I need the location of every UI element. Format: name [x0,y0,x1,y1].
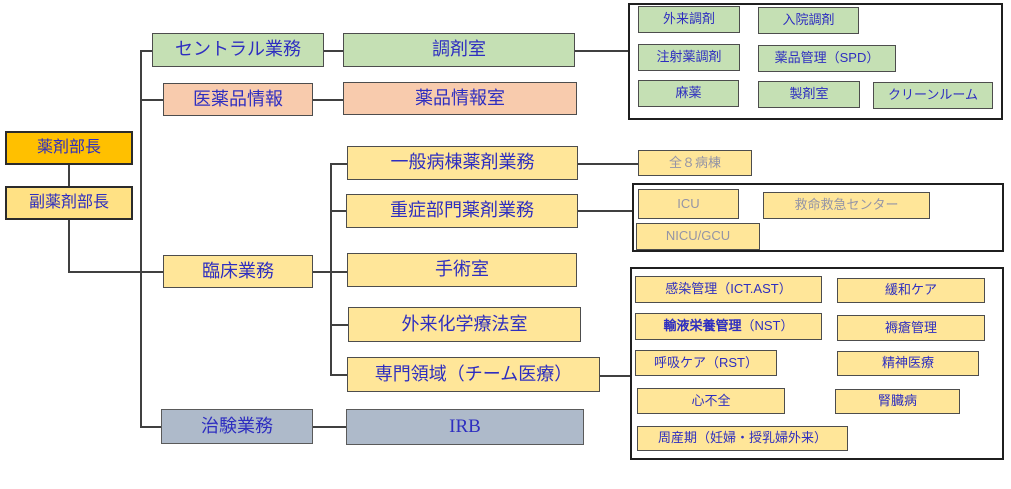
connector [324,50,343,52]
connector [330,163,347,165]
connector [313,99,343,101]
team-nutrition-support-label-bold: 輸液栄養管理 [663,318,742,334]
section-drug-info-room-box: 薬品情報室 [343,82,577,115]
category-clinical-box: 臨床業務 [163,255,313,288]
section-operating-room-box: 手術室 [347,253,577,287]
section-outpatient-chemo-box: 外来化学療法室 [348,307,581,342]
team-nutrition-support-label-rest: （NST） [741,318,794,334]
section-irb-box: IRB [346,409,584,445]
team-nutrition-support-box: 輸液栄養管理（NST） [635,313,822,340]
connector [140,50,154,52]
team-perinatal-box: 周産期（妊婦・授乳婦外来） [637,426,848,451]
team-palliative-care-box: 緩和ケア [837,278,985,303]
all-wards-box: 全８病棟 [638,150,752,176]
section-general-ward-box: 一般病棟薬剤業務 [347,146,578,180]
connector [575,50,628,52]
section-critical-care-box: 重症部門薬剤業務 [346,194,578,228]
unit-inpatient-dispensing-box: 入院調剤 [758,7,859,34]
category-central-box: セントラル業務 [152,33,324,67]
unit-nicu-gcu-box: NICU/GCU [636,223,760,250]
connector [330,210,346,212]
team-infection-control-box: 感染管理（ICT.AST） [635,276,822,303]
connector [140,426,162,428]
category-trial-box: 治験業務 [161,409,313,444]
connector [600,375,630,377]
connector [313,426,346,428]
unit-narcotics-box: 麻薬 [638,80,739,107]
unit-icu-box: ICU [638,189,739,219]
unit-drug-management-box: 薬品管理（SPD） [758,45,896,72]
team-pressure-ulcer-box: 褥瘡管理 [837,315,985,341]
connector [140,50,142,428]
deputy-director-box: 副薬剤部長 [5,186,133,220]
connector [330,163,332,376]
connector [578,210,632,212]
section-dispensing-room-box: 調剤室 [343,33,575,67]
team-respiratory-care-box: 呼吸ケア（RST） [635,350,777,376]
team-psychiatric-box: 精神医療 [837,351,979,376]
category-drug-info-box: 医薬品情報 [163,83,313,116]
connector [68,220,70,273]
unit-formulation-room-box: 製剤室 [758,81,860,108]
team-heart-failure-box: 心不全 [637,388,785,414]
connector [330,324,348,326]
team-kidney-disease-box: 腎臓病 [835,389,960,414]
connector [140,99,163,101]
unit-injection-dispensing-box: 注射薬調剤 [638,44,740,71]
unit-emergency-center-box: 救命救急センター [763,192,930,219]
connector [68,165,70,186]
unit-clean-room-box: クリーンルーム [873,82,993,109]
connector [578,163,638,165]
connector [68,271,163,273]
unit-outpatient-dispensing-box: 外来調剤 [638,6,740,33]
section-specialty-box: 専門領域（チーム医療） [347,357,600,392]
connector [330,374,347,376]
director-box: 薬剤部長 [5,131,133,165]
